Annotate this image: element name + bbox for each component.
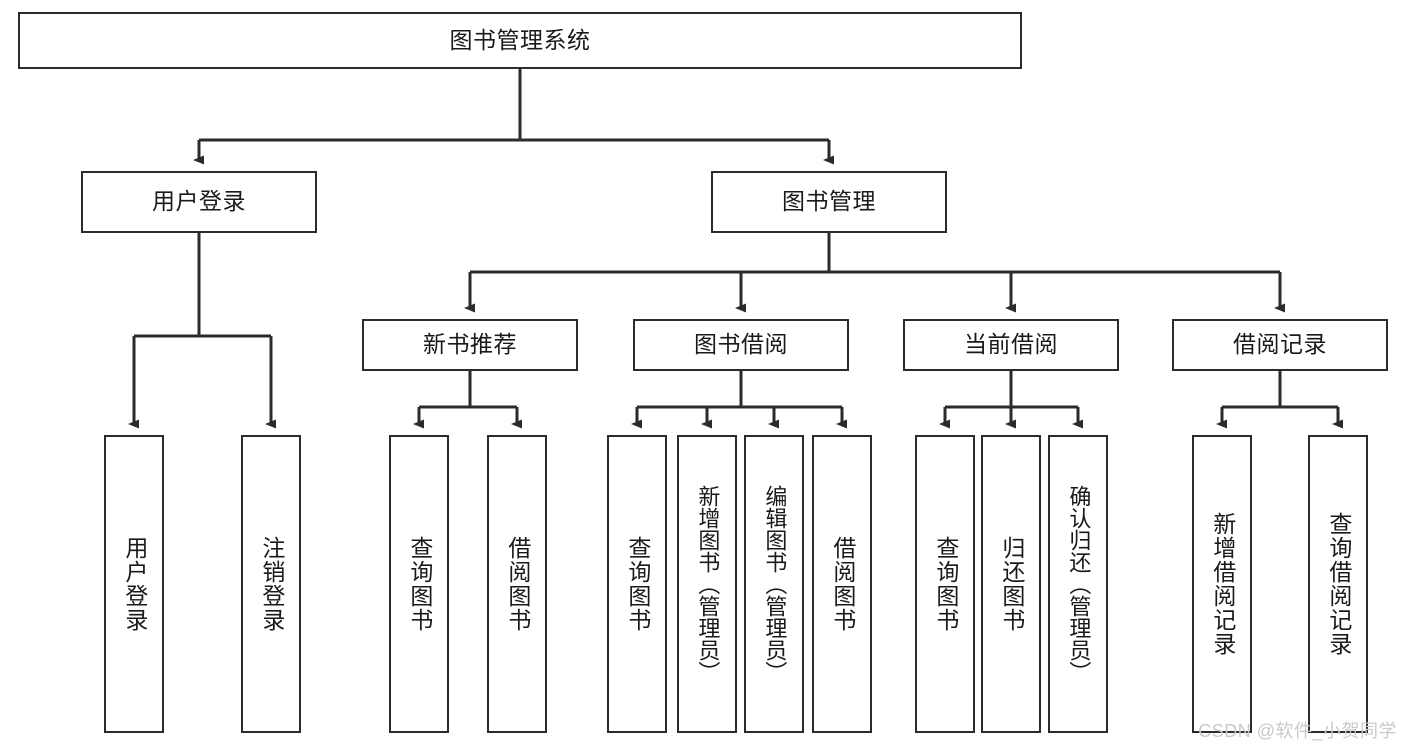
node-borrow-record-add-label: 新增借阅记录 <box>1209 512 1236 656</box>
node-current-borrow[interactable]: 当前借阅 <box>903 319 1119 371</box>
node-current-borrow-query[interactable]: 查询图书 <box>915 435 975 733</box>
node-new-book-rec-query[interactable]: 查询图书 <box>389 435 449 733</box>
node-book-borrow-label: 图书借阅 <box>694 331 788 358</box>
node-borrow-record-add[interactable]: 新增借阅记录 <box>1192 435 1252 733</box>
node-user-login-logout[interactable]: 注销登录 <box>241 435 301 733</box>
node-new-book-rec[interactable]: 新书推荐 <box>362 319 578 371</box>
node-current-borrow-confirm[interactable]: 确认归还（管理员） <box>1048 435 1108 733</box>
node-new-book-rec-borrow[interactable]: 借阅图书 <box>487 435 547 733</box>
node-current-borrow-return[interactable]: 归还图书 <box>981 435 1041 733</box>
node-book-borrow-edit[interactable]: 编辑图书（管理员） <box>744 435 804 733</box>
node-user-login[interactable]: 用户登录 <box>81 171 317 233</box>
node-book-borrow-query-label: 查询图书 <box>624 536 651 632</box>
node-book-manage[interactable]: 图书管理 <box>711 171 947 233</box>
node-book-borrow-lend-label: 借阅图书 <box>829 536 856 632</box>
node-book-borrow-add[interactable]: 新增图书（管理员） <box>677 435 737 733</box>
node-user-login-login-label: 用户登录 <box>121 536 148 632</box>
node-new-book-rec-borrow-label: 借阅图书 <box>504 536 531 632</box>
node-current-borrow-confirm-label: 确认归还（管理员） <box>1066 485 1092 683</box>
node-current-borrow-query-label: 查询图书 <box>932 536 959 632</box>
node-new-book-rec-label: 新书推荐 <box>423 331 517 358</box>
node-book-borrow-edit-label: 编辑图书（管理员） <box>762 485 788 683</box>
node-user-login-logout-label: 注销登录 <box>258 536 285 632</box>
node-root[interactable]: 图书管理系统 <box>18 12 1022 69</box>
node-borrow-record[interactable]: 借阅记录 <box>1172 319 1388 371</box>
node-book-borrow-add-label: 新增图书（管理员） <box>695 485 721 683</box>
node-borrow-record-query[interactable]: 查询借阅记录 <box>1308 435 1368 733</box>
node-book-borrow[interactable]: 图书借阅 <box>633 319 849 371</box>
node-book-borrow-query[interactable]: 查询图书 <box>607 435 667 733</box>
csdn-watermark: CSDN @软件_小贺同学 <box>1198 721 1397 741</box>
node-borrow-record-label: 借阅记录 <box>1233 331 1327 358</box>
node-user-login-login[interactable]: 用户登录 <box>104 435 164 733</box>
node-book-manage-label: 图书管理 <box>782 188 876 215</box>
node-new-book-rec-query-label: 查询图书 <box>406 536 433 632</box>
node-current-borrow-return-label: 归还图书 <box>998 536 1025 632</box>
node-current-borrow-label: 当前借阅 <box>964 331 1058 358</box>
node-user-login-label: 用户登录 <box>152 188 246 215</box>
node-borrow-record-query-label: 查询借阅记录 <box>1325 512 1352 656</box>
node-book-borrow-lend[interactable]: 借阅图书 <box>812 435 872 733</box>
node-root-label: 图书管理系统 <box>449 26 591 53</box>
